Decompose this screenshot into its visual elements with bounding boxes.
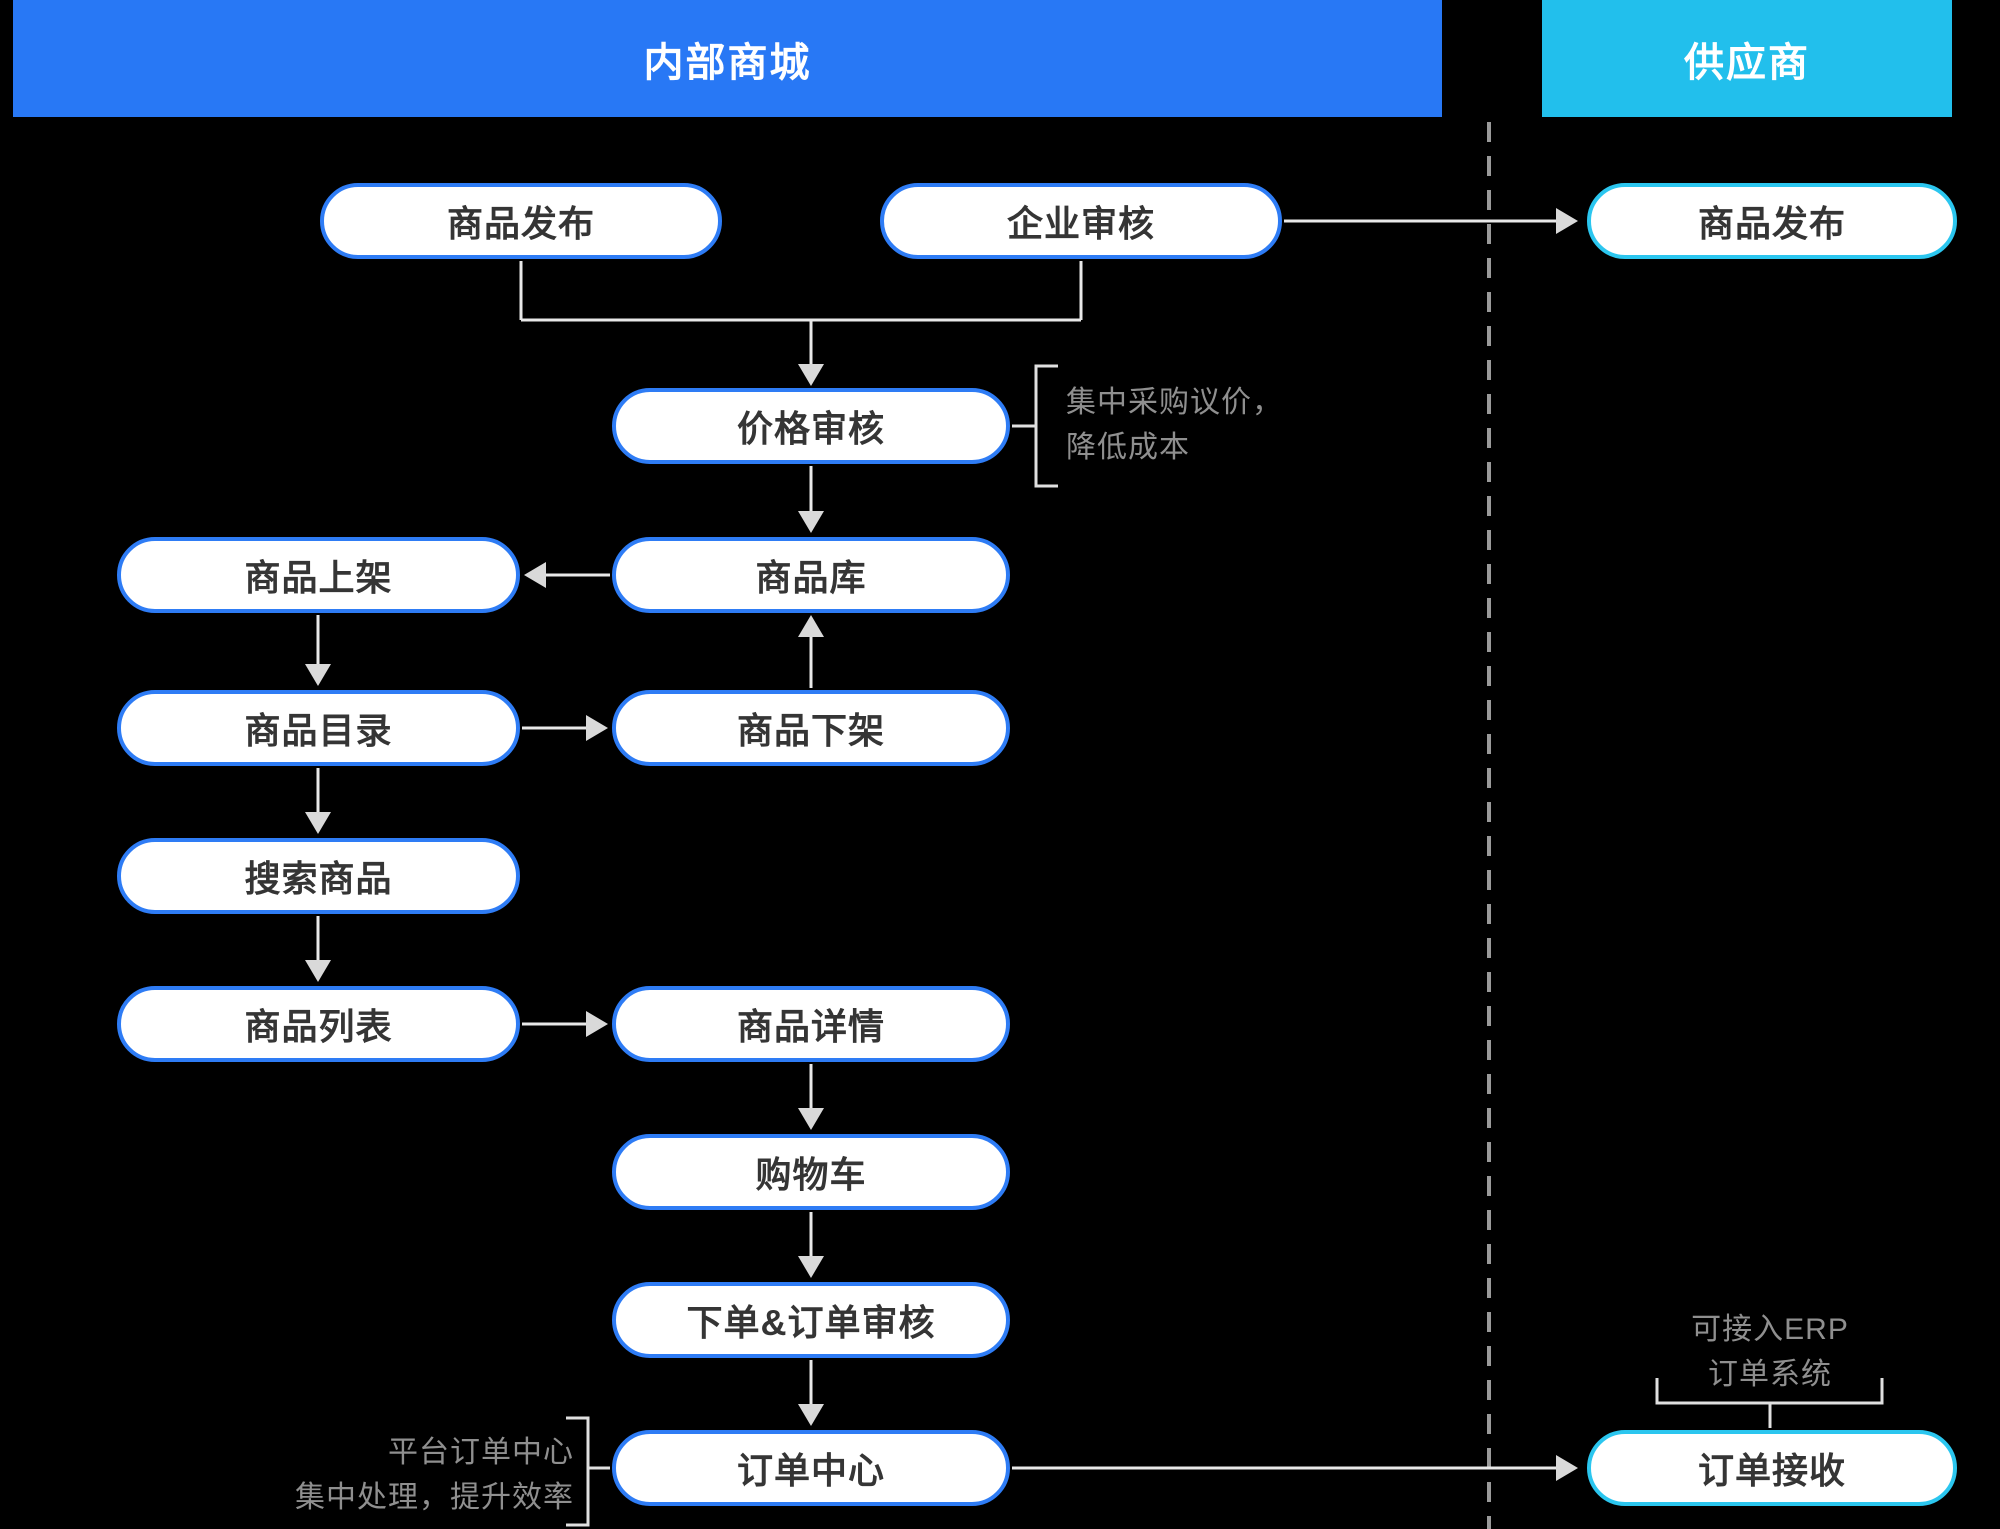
arrow-product-search-to-product-list (305, 916, 331, 982)
node-product-search: 搜索商品 (117, 838, 520, 914)
node-enterprise-review: 企业审核 (880, 183, 1282, 259)
annotation-order-center-line1: 平台订单中心 (388, 1436, 574, 1469)
arrow-product-list-to-product-detail (522, 1011, 608, 1037)
node-product-catalog: 商品目录 (117, 690, 520, 766)
node-product-delisting: 商品下架 (612, 690, 1010, 766)
arrow-product-catalog-to-product-search (305, 768, 331, 834)
bracket-order-receive-annotation (1655, 1378, 1884, 1428)
arrow-shopping-cart-to-order-placement (798, 1212, 824, 1278)
node-product-detail: 商品详情 (612, 986, 1010, 1062)
header-internal-mall-label: 内部商城 (643, 40, 812, 85)
arrow-enterprise-review-to-supplier-publish (1284, 208, 1578, 234)
bracket-order-center-annotation (566, 1416, 610, 1527)
annotation-order-receive: 可接入ERP 订单系统 (1620, 1307, 1920, 1397)
annotation-order-center: 平台订单中心 集中处理，提升效率 (230, 1430, 574, 1520)
node-order-receive: 订单接收 (1587, 1430, 1957, 1506)
header-internal-mall: 内部商城 (13, 0, 1442, 117)
lane-separator-dashed-line (1487, 122, 1491, 1529)
arrow-order-center-to-order-receive (1012, 1455, 1578, 1481)
annotation-order-center-line2: 集中处理，提升效率 (295, 1481, 574, 1514)
node-product-publish-internal: 商品发布 (320, 183, 722, 259)
node-order-center: 订单中心 (612, 1430, 1010, 1506)
node-price-review: 价格审核 (612, 388, 1010, 464)
annotation-price-review-line1: 集中采购议价， (1066, 386, 1283, 419)
node-product-library: 商品库 (612, 537, 1010, 613)
arrow-product-listing-to-product-catalog (305, 615, 331, 686)
arrow-merge-to-price-review (519, 261, 1083, 386)
node-shopping-cart: 购物车 (612, 1134, 1010, 1210)
arrow-product-delisting-to-product-library (798, 615, 824, 688)
node-product-publish-supplier: 商品发布 (1587, 183, 1957, 259)
node-order-placement-review: 下单&订单审核 (612, 1282, 1010, 1358)
arrow-price-review-to-product-library (798, 466, 824, 533)
annotation-order-receive-line2: 订单系统 (1708, 1358, 1832, 1391)
header-supplier: 供应商 (1542, 0, 1952, 117)
annotation-order-receive-line1: 可接入ERP (1691, 1313, 1849, 1346)
arrow-product-catalog-to-product-delisting (522, 715, 608, 741)
header-supplier-label: 供应商 (1684, 40, 1810, 85)
bracket-price-review-annotation (1012, 364, 1058, 488)
arrow-product-library-to-product-listing (524, 562, 610, 588)
arrow-order-placement-to-order-center (798, 1360, 824, 1426)
node-product-list: 商品列表 (117, 986, 520, 1062)
arrow-product-detail-to-shopping-cart (798, 1064, 824, 1130)
annotation-price-review-line2: 降低成本 (1066, 431, 1190, 464)
node-product-listing: 商品上架 (117, 537, 520, 613)
annotation-price-review: 集中采购议价， 降低成本 (1066, 380, 1406, 470)
